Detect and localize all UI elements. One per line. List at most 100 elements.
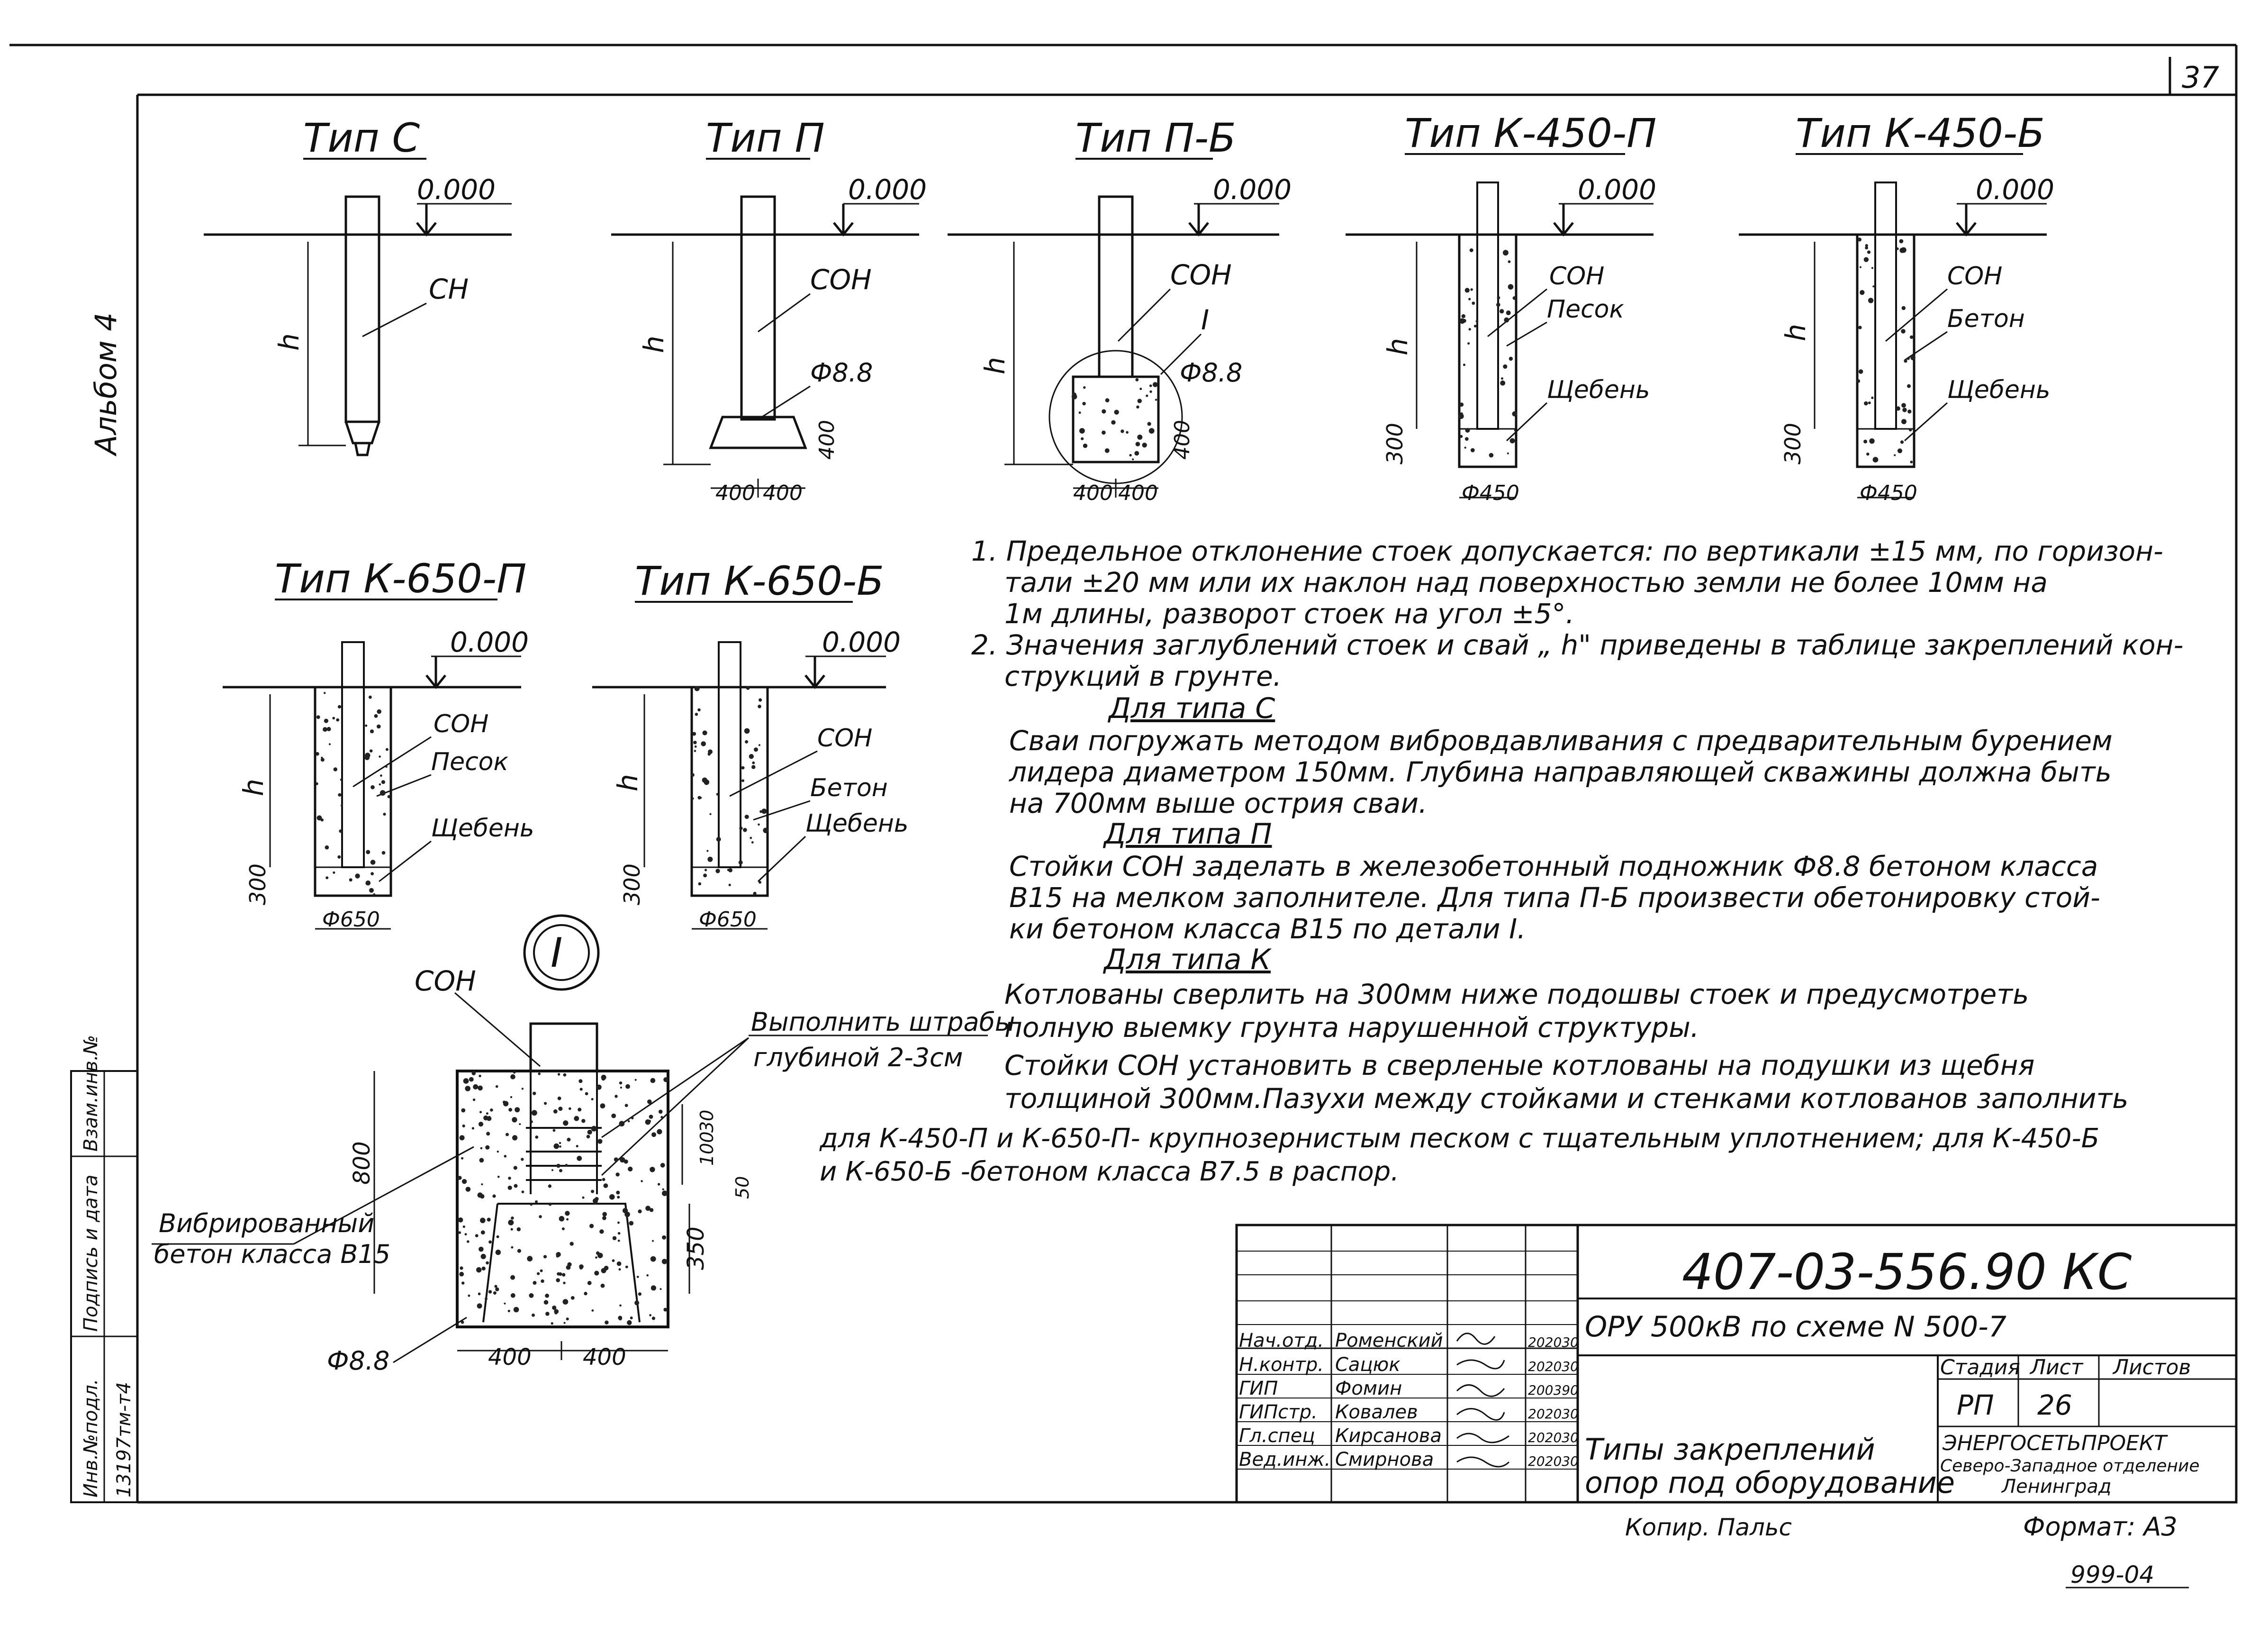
format-label: Формат: А3: [2023, 1512, 2178, 1542]
drawing-label: Вибрированный: [159, 1208, 374, 1238]
drawing-label: Тип К-650-П: [275, 555, 526, 602]
drawing-label: 202030: [1528, 1453, 1579, 1469]
sheet-frame: [9, 44, 2238, 1504]
drawing-label: I: [1201, 304, 1209, 336]
drawing-label: Песок: [1547, 295, 1624, 324]
drawing-label: Бетон: [1947, 305, 2025, 333]
aggregate-speckle: [315, 237, 1916, 1325]
drawing-label: Ленинград: [2001, 1476, 2112, 1498]
drawing-label: 26: [2037, 1389, 2072, 1421]
type-k650p-drawing: Тип К-650-П 0.000 h 300 СОН Песок Щебень…: [223, 555, 534, 932]
drawing-label: 202030: [1528, 1406, 1579, 1422]
drawing-label: h: [612, 774, 644, 791]
drawing-label: Смирнова: [1335, 1449, 1434, 1471]
drawing-label: Ф650: [699, 908, 757, 932]
sheet-number: 37: [2182, 60, 2219, 95]
drawing-label: 202030: [1528, 1359, 1579, 1374]
drawing-label: Щебень: [431, 814, 534, 843]
drawing-label: Тип П-Б: [1075, 115, 1236, 161]
note-2-line-2: струкций в грунте.: [1004, 660, 1282, 692]
note-1-line-2: тали ±20 мм или их наклон над поверхност…: [1004, 566, 2048, 599]
type-k650b-drawing: Тип К-650-Б 0.000 h 300 СОН Бетон Щебень…: [592, 558, 909, 932]
drawing-label: Стадия: [1940, 1355, 2020, 1380]
drawing-label: Ф8.8: [1180, 358, 1242, 388]
type-k-line-4: толщиной 300мм.Пазухи между стойками и с…: [1004, 1082, 2129, 1115]
drawing-label: 0.000: [1976, 173, 2054, 206]
drawing-label: 202030: [1528, 1334, 1579, 1350]
drawing-label: 400: [715, 481, 755, 505]
drawing-label: 300: [619, 863, 645, 905]
drawing-label: Ф8.8: [810, 358, 873, 388]
drawing-label: Тип К-650-Б: [635, 558, 884, 604]
drawing-label: СН: [429, 273, 469, 305]
type-k450p-drawing: Тип К-450-П 0.000 h 300 СОН Песок Щебень…: [1346, 110, 1656, 505]
drawing-label: h: [638, 336, 670, 353]
drawing-label: 300: [245, 863, 271, 905]
drawing-label: h: [273, 333, 305, 351]
drawing-label: Выполнить штрабы: [751, 1007, 1015, 1037]
type-pb-drawing: Тип П-Б 0.000 h СОН I Ф8.8 400 400 400: [948, 115, 1292, 505]
type-k-line-5: для К-450-П и К-650-П- крупнозернистым п…: [820, 1123, 2100, 1154]
type-p-line-2: В15 на мелком заполнителе. Для типа П-Б …: [1009, 881, 2100, 914]
type-c-drawing: Тип С 0.000 h СН: [204, 115, 512, 456]
drawing-label: ЭНЕРГОСЕТЬПРОЕКТ: [1942, 1431, 2168, 1455]
drawing-label: Сацюк: [1335, 1354, 1401, 1376]
project-name: ОРУ 500кВ по схеме N 500-7: [1585, 1310, 2006, 1344]
stamp-vzam: Взам.инв.№: [80, 1035, 102, 1152]
drawing-label: 400: [1118, 481, 1158, 505]
drawing-label: глубиной 2-3см: [753, 1043, 963, 1072]
type-k-line-1: Котлованы сверлить на 300мм ниже подошвы…: [1004, 978, 2029, 1010]
drawing-label: h: [979, 357, 1011, 374]
drawing-label: 0.000: [450, 626, 529, 658]
note-1-line-3: 1м длины, разворот стоек на угол ±5°.: [1004, 598, 1574, 630]
drawing-label: 0.000: [848, 173, 927, 206]
type-k450b-drawing: Тип К-450-Б 0.000 h 300 СОН Бетон Щебень…: [1739, 110, 2054, 505]
type-k-line-2: полную выемку грунта нарушенной структур…: [1004, 1011, 1699, 1044]
drawing-label: 0.000: [822, 626, 901, 658]
drawing-label: h: [1780, 324, 1812, 341]
drawing-label: h: [237, 779, 270, 796]
drawing-label: СОН: [1549, 262, 1604, 291]
drawing-label: 400: [1170, 420, 1194, 460]
header-type-c: Для типа С: [1109, 692, 1275, 725]
drawing-label: СОН: [415, 965, 476, 997]
drawing-label: 300: [1780, 423, 1806, 464]
drawing-label: 800: [349, 1141, 375, 1185]
doc-code: 407-03-556.90 КС: [1682, 1243, 2132, 1301]
footer-number: 999-04: [2070, 1561, 2154, 1589]
drawing-label: Нач.отд.: [1239, 1330, 1324, 1352]
type-k-line-3: Стойки СОН установить в сверленые котлов…: [1004, 1049, 2035, 1081]
drawing-label: Ф650: [322, 908, 380, 932]
drawing-label: Северо-Западное отделение: [1940, 1456, 2200, 1476]
stamp-inv-value: 13197тм-т4: [113, 1382, 135, 1498]
signers-table: Нач.отд. Роменский 202030 Н.контр. Сацюк…: [1239, 1330, 1579, 1471]
stamp-inv-podl: Инв.№подл.: [80, 1379, 102, 1498]
drawing-label: 400: [815, 420, 839, 460]
drawing-label: Ковалев: [1335, 1401, 1418, 1423]
type-p-drawing: Тип П 0.000 h СОН Ф8.8 400 400 400: [611, 115, 927, 505]
drawing-label: Тип П: [706, 115, 825, 161]
drawing-label: Щебень: [805, 809, 909, 838]
note-1-line-1: 1. Предельное отклонение стоек допускает…: [971, 535, 2163, 567]
drawing-label: I: [551, 929, 562, 977]
drawing-label: Тип К-450-П: [1405, 110, 1656, 156]
drawing-label: 50: [732, 1176, 753, 1199]
drawing-label: 202030: [1528, 1430, 1579, 1445]
drawing-label: СОН: [434, 710, 488, 738]
header-type-p: Для типа П: [1104, 817, 1272, 851]
drawing-label: СОН: [1947, 262, 2002, 291]
detail-i-drawing: I СОН Выполнить штрабы глубиной 2-3см Ви…: [152, 914, 1015, 1376]
drawing-label: ГИП: [1239, 1378, 1278, 1399]
drawing-label: 400: [488, 1344, 532, 1371]
drawing-label: ГИПстр.: [1239, 1401, 1318, 1423]
drawing-label: Н.контр.: [1239, 1354, 1324, 1376]
stamp-podpis: Подпись и дата: [80, 1175, 102, 1332]
doc-title-2: опор под оборудование: [1585, 1465, 1955, 1500]
drawing-label: 400: [763, 481, 803, 505]
drawing-label: Кирсанова: [1335, 1425, 1442, 1447]
header-type-k: Для типа К: [1104, 943, 1271, 976]
drawing-label: 0.000: [1213, 173, 1292, 206]
drawing-label: СОН: [817, 724, 872, 753]
drawing-label: 100: [696, 1131, 717, 1166]
